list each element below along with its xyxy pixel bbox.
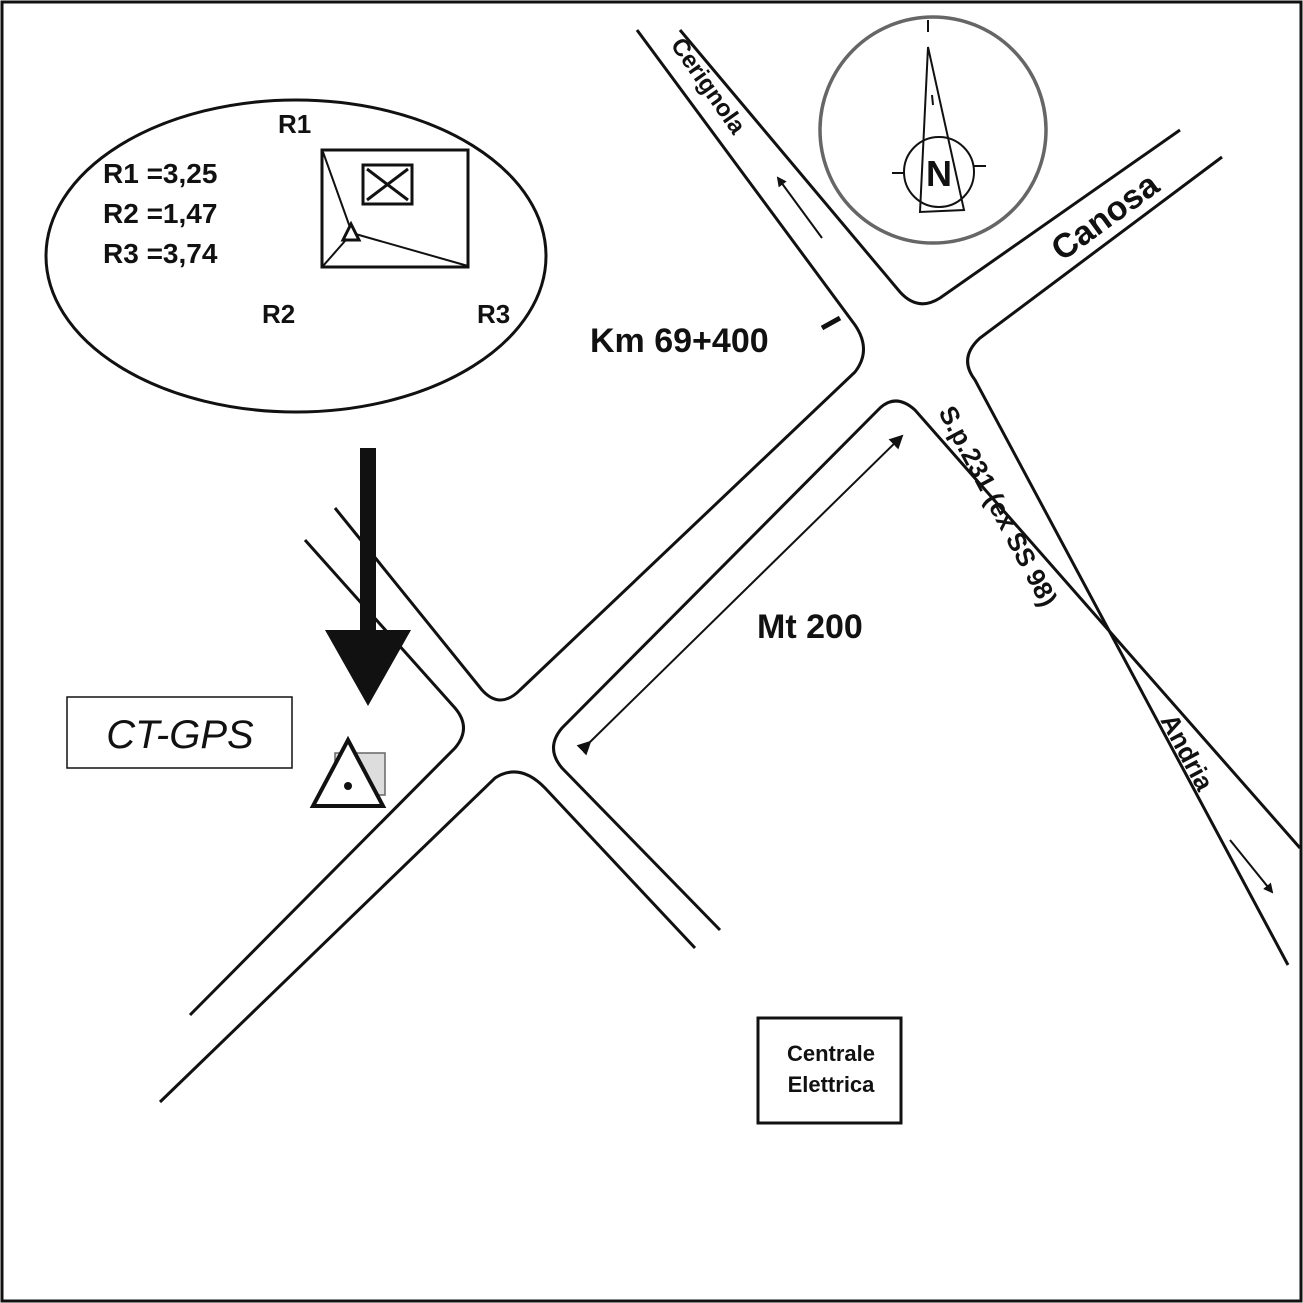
distance-label: Mt 200 [757,608,863,646]
landmark-label-line1: Centrale [787,1041,875,1066]
inset-diagram [44,98,548,414]
km-marker-tick [820,315,842,331]
inset-value-r2: R2 =1,47 [103,198,217,229]
pointer-arrow-icon [325,448,411,706]
gps-station-triangle-icon [309,735,387,808]
building-cross-icon [361,163,414,206]
compass-north-letter: N [926,153,952,194]
direction-arrow-cerignola [776,176,823,239]
direction-arrow-andria [1229,839,1274,894]
road-label-andria: Andria [1155,709,1220,796]
landmark-box [756,1016,903,1125]
landmark-label-line2: Elettrica [788,1072,876,1097]
inset-value-r3: R3 =3,74 [103,238,218,269]
road-network [158,29,1302,1104]
station-triangle-small-icon [340,220,362,242]
inset-label-r3: R3 [477,299,510,329]
inset-label-r1: R1 [278,109,311,139]
inset-value-r1: R1 =3,25 [103,158,217,189]
station-label-box [66,696,293,769]
distance-arrow [576,434,904,756]
km-marker-label: Km 69+400 [590,322,769,360]
station-label: CT-GPS [106,713,254,757]
inset-label-r2: R2 [262,299,295,329]
north-compass-icon [818,15,1048,245]
